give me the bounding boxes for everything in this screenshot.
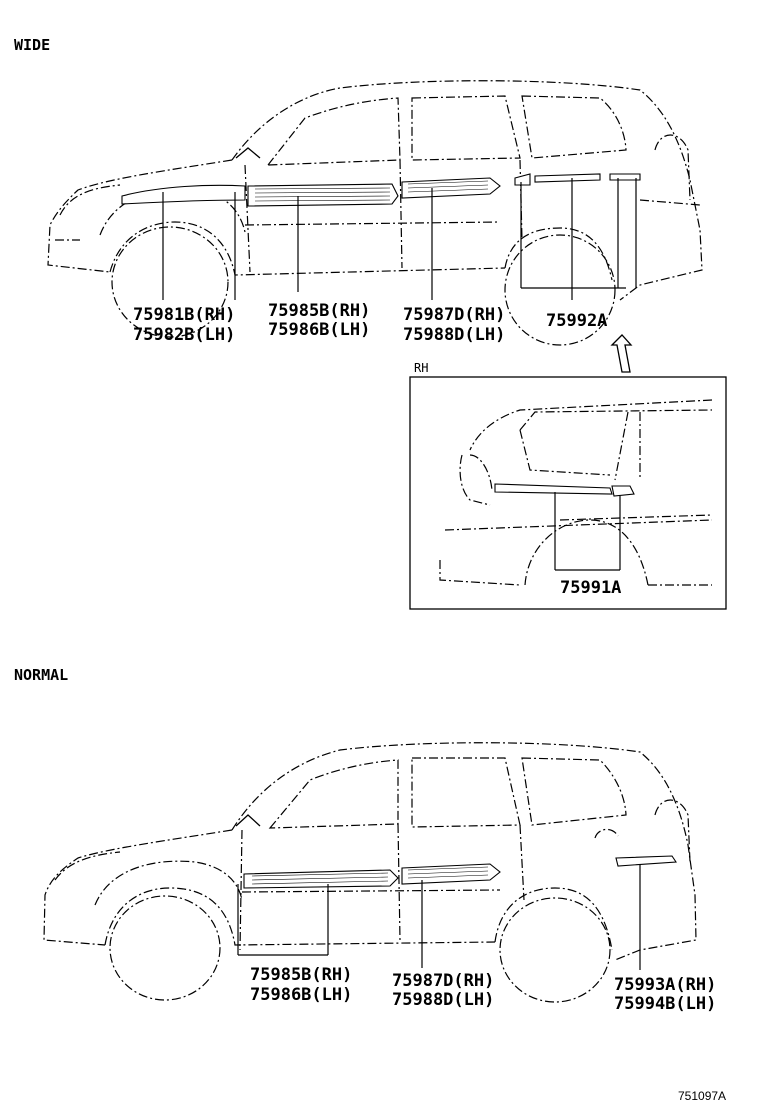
- part-label-75982B: 75982B(LH): [133, 325, 235, 345]
- part-label-75981B: 75981B(RH): [133, 305, 235, 325]
- part-label-75988D-normal: 75988D(LH): [392, 990, 494, 1010]
- vehicle-rear-detail: [439, 399, 713, 586]
- part-label-75987D: 75987D(RH): [403, 305, 505, 325]
- inset-frame: [409, 376, 727, 610]
- part-label-75986B: 75986B(LH): [268, 320, 370, 340]
- leaders-wide: [162, 178, 637, 300]
- inset-pointer-arrow: [610, 334, 633, 373]
- trim-moldings-normal: [243, 855, 677, 889]
- part-labels-normal: 75985B(RH) 75986B(LH) 75987D(RH) 75988D(…: [250, 965, 716, 1014]
- part-label-75987D-normal: 75987D(RH): [392, 971, 494, 991]
- vehicle-wide: [47, 80, 703, 346]
- section-title-normal: NORMAL: [14, 666, 68, 684]
- inset-title-rh: RH: [414, 361, 428, 375]
- diagram-code: 751097A: [678, 1089, 726, 1103]
- part-label-75985B-normal: 75985B(RH): [250, 965, 352, 985]
- trim-moldings-wide: [121, 173, 641, 207]
- section-title-wide: WIDE: [14, 36, 50, 54]
- part-label-75991A: 75991A: [560, 578, 621, 598]
- part-label-75992A: 75992A: [546, 311, 607, 331]
- part-label-75986B-normal: 75986B(LH): [250, 985, 352, 1005]
- vehicle-normal: [43, 742, 697, 1003]
- leaders-inset: [554, 492, 621, 571]
- part-labels-wide: 75981B(RH) 75982B(LH) 75985B(RH) 75986B(…: [133, 301, 607, 345]
- part-label-75994B: 75994B(LH): [614, 994, 716, 1014]
- part-label-75988D: 75988D(LH): [403, 325, 505, 345]
- trim-molding-inset: [494, 483, 635, 497]
- part-label-75993A: 75993A(RH): [614, 975, 716, 995]
- part-label-75985B: 75985B(RH): [268, 301, 370, 321]
- leaders-normal: [237, 864, 641, 970]
